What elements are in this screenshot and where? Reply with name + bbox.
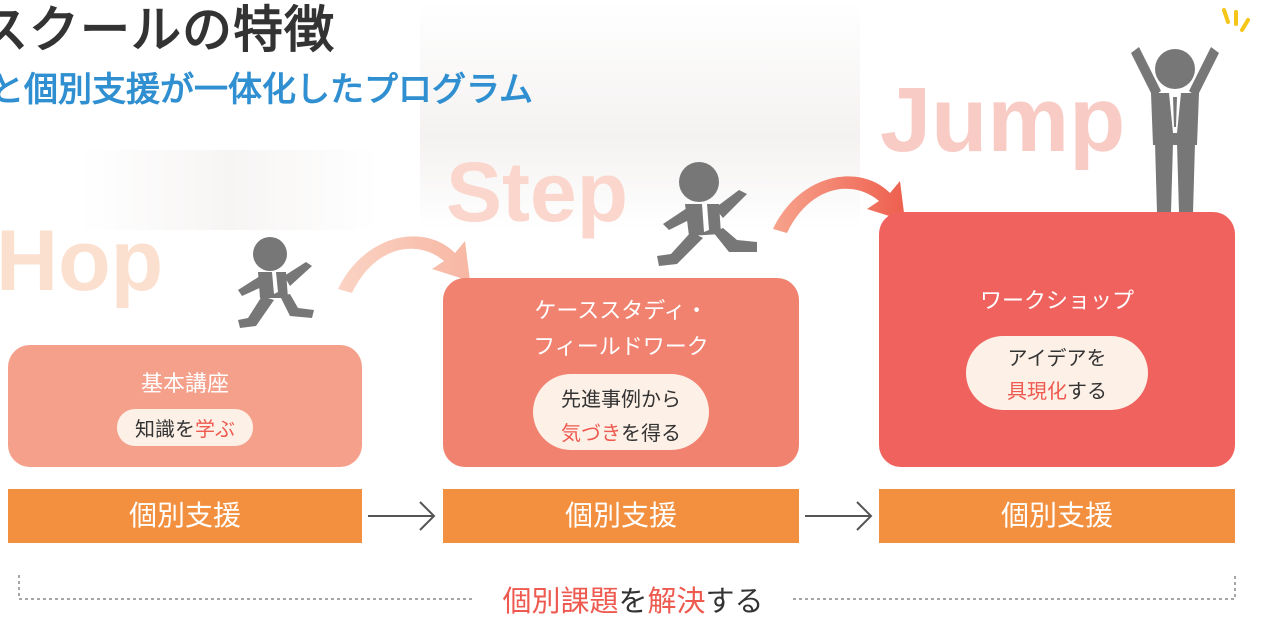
stage-word-jump: Jump xyxy=(880,69,1126,171)
pill-text: 先進事例から xyxy=(561,387,681,411)
stage-box-title: 基本講座 xyxy=(140,372,229,397)
cheering-person-icon xyxy=(1131,47,1219,213)
stage-box-case-study: ケーススタディ・ フィールドワーク 先進事例から 気づきを得る xyxy=(443,278,799,467)
stage-outcome-pill: アイデアを 具現化する xyxy=(966,336,1148,410)
sparkle-icon xyxy=(1222,8,1250,32)
curved-arrow-icon xyxy=(338,236,470,293)
jumping-person-icon xyxy=(657,162,757,266)
pill-text: アイデアを xyxy=(1007,346,1107,370)
pill-text: する xyxy=(1067,379,1107,403)
right-arrow-icon xyxy=(368,501,436,531)
pill-highlight: 学ぶ xyxy=(195,417,235,441)
page-title: スクールの特徴 xyxy=(0,1,335,59)
stage-box-title: ケーススタディ・ フィールドワーク xyxy=(533,299,709,360)
right-arrow-icon xyxy=(805,501,873,531)
footer-highlight: 個別課題 xyxy=(502,584,619,618)
stage-box-title: ワークショップ xyxy=(979,289,1134,314)
footer-highlight: 解決 xyxy=(647,584,706,618)
support-bar: 個別支援 xyxy=(443,489,799,543)
stage-outcome-pill: 先進事例から 気づきを得る xyxy=(533,374,709,450)
pill-text: 知識を xyxy=(135,417,195,441)
stage-word-hop: Hop xyxy=(0,213,164,309)
page-subtitle: と個別支援が一体化したプログラム xyxy=(0,70,533,110)
footer-text: を xyxy=(618,584,648,618)
stage-word-step: Step xyxy=(446,145,629,239)
background-shape xyxy=(420,0,860,230)
pill-text: を得る xyxy=(621,421,681,445)
curved-arrow-icon xyxy=(773,176,905,233)
support-bar: 個別支援 xyxy=(879,489,1235,543)
stage-outcome-pill: 知識を学ぶ xyxy=(117,409,253,446)
stage-box-basic-lecture: 基本講座 知識を学ぶ xyxy=(8,345,362,467)
footer-statement: 個別課題を解決する xyxy=(0,583,1266,619)
running-person-icon xyxy=(238,237,314,328)
support-bar: 個別支援 xyxy=(8,489,362,543)
footer-text: する xyxy=(705,584,764,618)
pill-highlight: 気づき xyxy=(561,421,621,445)
stage-box-workshop: ワークショップ アイデアを 具現化する xyxy=(879,212,1235,467)
background-shape xyxy=(80,150,380,230)
pill-highlight: 具現化 xyxy=(1007,379,1067,403)
